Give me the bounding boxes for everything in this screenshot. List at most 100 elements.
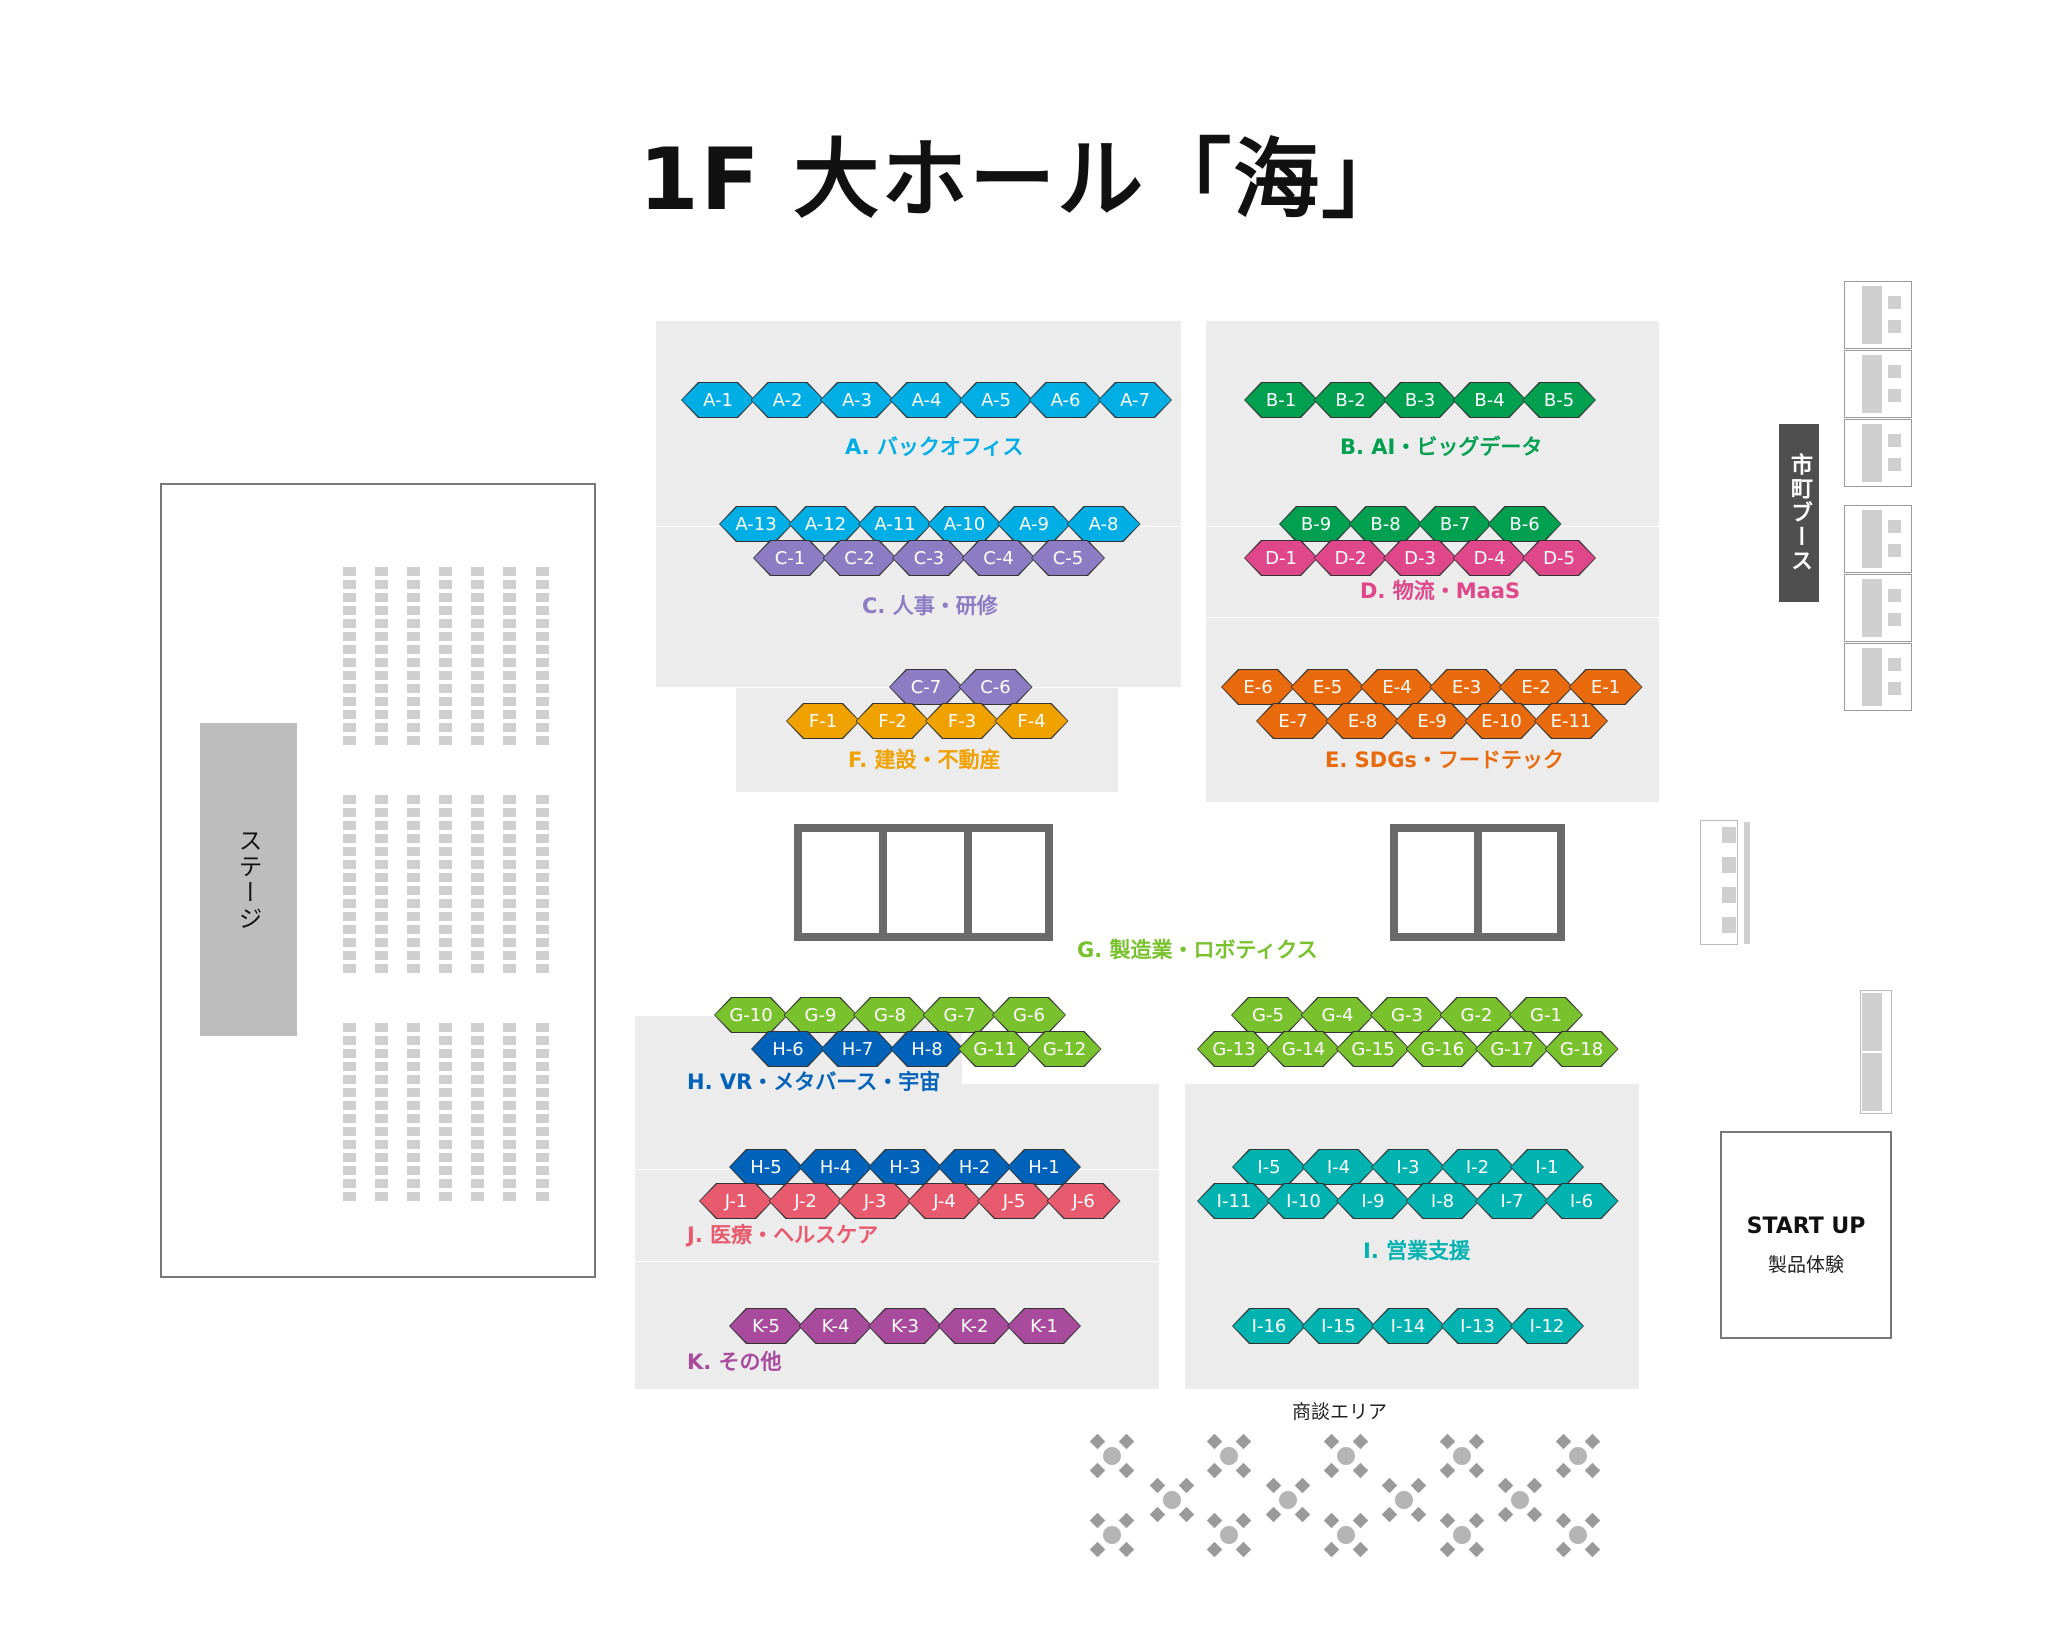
booth-g-4[interactable]: G-4 <box>1302 998 1374 1032</box>
booth-b-6[interactable]: B-6 <box>1489 507 1561 541</box>
booth-b-8[interactable]: B-8 <box>1350 507 1422 541</box>
booth-f-3[interactable]: F-3 <box>926 704 998 738</box>
booth-h-8[interactable]: H-8 <box>891 1032 963 1066</box>
booth-g-8[interactable]: G-8 <box>854 998 926 1032</box>
booth-a-5[interactable]: A-5 <box>960 383 1032 417</box>
booth-a-10[interactable]: A-10 <box>929 507 1001 541</box>
booth-b-9[interactable]: B-9 <box>1280 507 1352 541</box>
booth-i-4[interactable]: I-4 <box>1303 1150 1375 1184</box>
booth-d-3[interactable]: D-3 <box>1384 541 1456 575</box>
booth-f-1[interactable]: F-1 <box>787 704 859 738</box>
booth-h-7[interactable]: H-7 <box>822 1032 894 1066</box>
booth-c-1[interactable]: C-1 <box>754 541 826 575</box>
booth-h-3[interactable]: H-3 <box>869 1150 941 1184</box>
booth-g-16[interactable]: G-16 <box>1407 1032 1479 1066</box>
booth-e-9[interactable]: E-9 <box>1396 704 1468 738</box>
booth-b-5[interactable]: B-5 <box>1523 383 1595 417</box>
booth-i-8[interactable]: I-8 <box>1407 1184 1479 1218</box>
booth-e-10[interactable]: E-10 <box>1466 704 1538 738</box>
booth-a-4[interactable]: A-4 <box>891 383 963 417</box>
booth-j-2[interactable]: J-2 <box>770 1184 842 1218</box>
booth-e-7[interactable]: E-7 <box>1257 704 1329 738</box>
booth-i-13[interactable]: I-13 <box>1442 1309 1514 1343</box>
booth-d-2[interactable]: D-2 <box>1315 541 1387 575</box>
booth-k-1[interactable]: K-1 <box>1008 1309 1080 1343</box>
booth-g-7[interactable]: G-7 <box>924 998 996 1032</box>
booth-k-3[interactable]: K-3 <box>869 1309 941 1343</box>
booth-i-12[interactable]: I-12 <box>1511 1309 1583 1343</box>
booth-j-1[interactable]: J-1 <box>700 1184 772 1218</box>
booth-b-7[interactable]: B-7 <box>1419 507 1491 541</box>
booth-i-9[interactable]: I-9 <box>1337 1184 1409 1218</box>
booth-i-15[interactable]: I-15 <box>1303 1309 1375 1343</box>
booth-j-6[interactable]: J-6 <box>1048 1184 1120 1218</box>
booth-j-5[interactable]: J-5 <box>978 1184 1050 1218</box>
booth-i-7[interactable]: I-7 <box>1476 1184 1548 1218</box>
booth-g-5[interactable]: G-5 <box>1232 998 1304 1032</box>
booth-j-4[interactable]: J-4 <box>909 1184 981 1218</box>
booth-i-11[interactable]: I-11 <box>1198 1184 1270 1218</box>
booth-g-17[interactable]: G-17 <box>1476 1032 1548 1066</box>
booth-e-4[interactable]: E-4 <box>1361 670 1433 704</box>
booth-g-11[interactable]: G-11 <box>959 1032 1031 1066</box>
booth-c-2[interactable]: C-2 <box>824 541 896 575</box>
booth-j-3[interactable]: J-3 <box>839 1184 911 1218</box>
booth-e-1[interactable]: E-1 <box>1570 670 1642 704</box>
booth-g-1[interactable]: G-1 <box>1510 998 1582 1032</box>
booth-g-10[interactable]: G-10 <box>715 998 787 1032</box>
booth-e-3[interactable]: E-3 <box>1431 670 1503 704</box>
booth-h-4[interactable]: H-4 <box>800 1150 872 1184</box>
booth-a-11[interactable]: A-11 <box>859 507 931 541</box>
booth-g-12[interactable]: G-12 <box>1029 1032 1101 1066</box>
booth-a-13[interactable]: A-13 <box>720 507 792 541</box>
booth-f-2[interactable]: F-2 <box>857 704 929 738</box>
booth-h-5[interactable]: H-5 <box>730 1150 802 1184</box>
booth-g-15[interactable]: G-15 <box>1337 1032 1409 1066</box>
booth-e-2[interactable]: E-2 <box>1500 670 1572 704</box>
booth-i-6[interactable]: I-6 <box>1546 1184 1618 1218</box>
booth-d-5[interactable]: D-5 <box>1523 541 1595 575</box>
booth-b-1[interactable]: B-1 <box>1245 383 1317 417</box>
booth-h-2[interactable]: H-2 <box>939 1150 1011 1184</box>
booth-g-13[interactable]: G-13 <box>1198 1032 1270 1066</box>
booth-c-7[interactable]: C-7 <box>890 670 962 704</box>
booth-k-4[interactable]: K-4 <box>800 1309 872 1343</box>
booth-i-5[interactable]: I-5 <box>1233 1150 1305 1184</box>
booth-k-2[interactable]: K-2 <box>939 1309 1011 1343</box>
booth-a-9[interactable]: A-9 <box>998 507 1070 541</box>
booth-f-4[interactable]: F-4 <box>996 704 1068 738</box>
booth-i-3[interactable]: I-3 <box>1372 1150 1444 1184</box>
booth-b-3[interactable]: B-3 <box>1384 383 1456 417</box>
booth-a-1[interactable]: A-1 <box>682 383 754 417</box>
booth-c-3[interactable]: C-3 <box>893 541 965 575</box>
booth-a-3[interactable]: A-3 <box>821 383 893 417</box>
booth-i-2[interactable]: I-2 <box>1442 1150 1514 1184</box>
booth-i-14[interactable]: I-14 <box>1372 1309 1444 1343</box>
booth-b-4[interactable]: B-4 <box>1454 383 1526 417</box>
booth-g-18[interactable]: G-18 <box>1546 1032 1618 1066</box>
booth-d-4[interactable]: D-4 <box>1454 541 1526 575</box>
booth-g-6[interactable]: G-6 <box>993 998 1065 1032</box>
booth-g-14[interactable]: G-14 <box>1268 1032 1340 1066</box>
booth-c-5[interactable]: C-5 <box>1032 541 1104 575</box>
booth-g-3[interactable]: G-3 <box>1371 998 1443 1032</box>
booth-h-6[interactable]: H-6 <box>752 1032 824 1066</box>
booth-c-4[interactable]: C-4 <box>963 541 1035 575</box>
booth-i-10[interactable]: I-10 <box>1268 1184 1340 1218</box>
booth-e-6[interactable]: E-6 <box>1222 670 1294 704</box>
booth-g-2[interactable]: G-2 <box>1441 998 1513 1032</box>
booth-b-2[interactable]: B-2 <box>1315 383 1387 417</box>
booth-a-6[interactable]: A-6 <box>1030 383 1102 417</box>
booth-a-2[interactable]: A-2 <box>752 383 824 417</box>
booth-g-9[interactable]: G-9 <box>785 998 857 1032</box>
booth-e-8[interactable]: E-8 <box>1327 704 1399 738</box>
booth-a-12[interactable]: A-12 <box>790 507 862 541</box>
booth-a-7[interactable]: A-7 <box>1099 383 1171 417</box>
booth-c-6[interactable]: C-6 <box>960 670 1032 704</box>
booth-i-16[interactable]: I-16 <box>1233 1309 1305 1343</box>
booth-h-1[interactable]: H-1 <box>1008 1150 1080 1184</box>
booth-k-5[interactable]: K-5 <box>730 1309 802 1343</box>
booth-e-11[interactable]: E-11 <box>1535 704 1607 738</box>
booth-d-1[interactable]: D-1 <box>1245 541 1317 575</box>
booth-i-1[interactable]: I-1 <box>1511 1150 1583 1184</box>
